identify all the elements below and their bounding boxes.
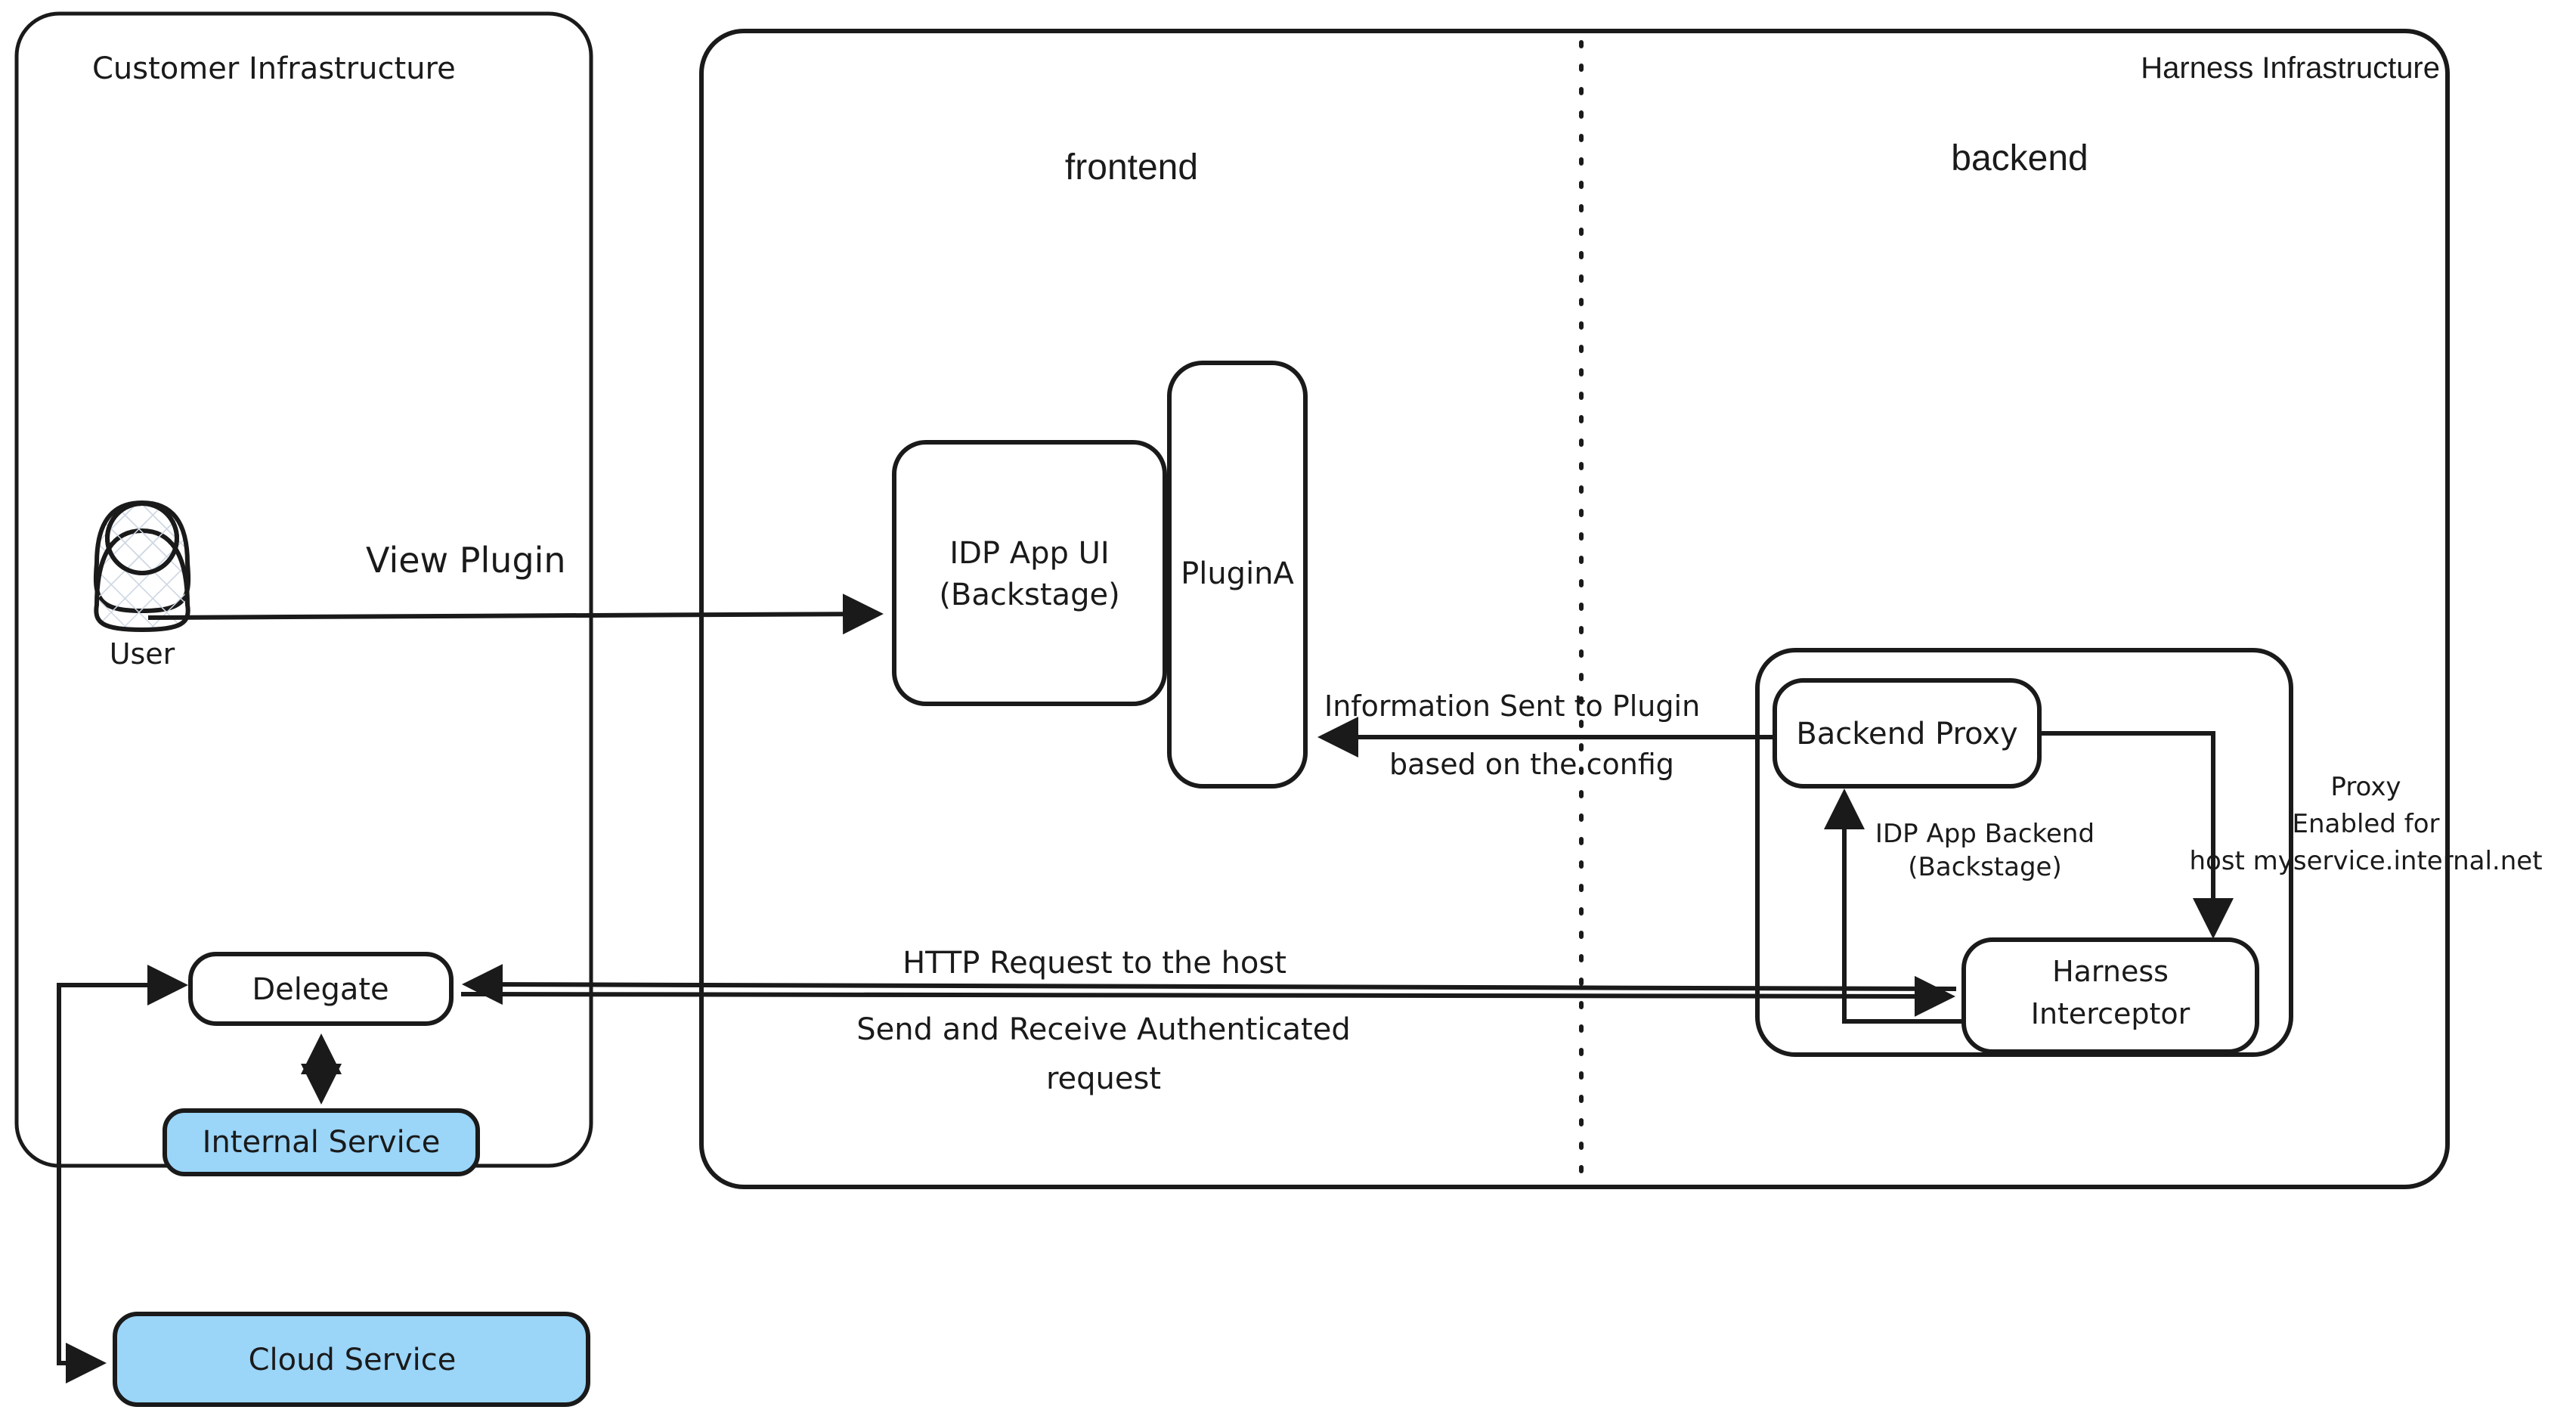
idp-app-backend-label-line2: (Backstage) — [1908, 852, 2061, 882]
edge-delegate-to-cloud-service — [57, 985, 107, 1383]
node-idp-app-ui[interactable]: IDP App UI (Backstage) — [892, 440, 1167, 706]
harness-interceptor-label-line1: Harness — [2052, 955, 2169, 988]
node-harness-interceptor[interactable]: Harness Interceptor — [1961, 937, 2259, 1054]
edge-harness-interceptor-to-delegate — [462, 964, 1957, 1005]
internal-service-box[interactable] — [163, 1108, 480, 1176]
customer-infrastructure-label: Customer Infrastructure — [92, 51, 456, 86]
idp-app-ui-label-line1: IDP App UI — [949, 536, 1109, 571]
edge-label-send-receive-line2: request — [1046, 1061, 1161, 1096]
edge-harness-interceptor-to-backend-proxy — [1824, 789, 1964, 1024]
edge-label-information-sent-line2: based on the config — [1389, 748, 1674, 781]
plugin-a-box[interactable] — [1167, 361, 1308, 789]
node-cloud-service[interactable]: Cloud Service — [113, 1312, 590, 1407]
edge-label-information-sent-line1: Information Sent to Plugin — [1324, 689, 1700, 723]
harness-interceptor-label-line2: Interceptor — [2031, 997, 2191, 1030]
user-label: User — [110, 637, 175, 671]
edge-label-proxy-enabled-line1: Proxy — [2330, 772, 2401, 802]
cloud-service-label: Cloud Service — [249, 1343, 457, 1377]
backend-proxy-label: Backend Proxy — [1796, 717, 2017, 751]
edge-label-http-request: HTTP Request to the host — [903, 946, 1286, 981]
harness-interceptor-box[interactable] — [1961, 937, 2259, 1054]
delegate-box[interactable] — [188, 952, 454, 1026]
user-head-top-icon — [105, 501, 179, 575]
panel-customer-infrastructure: Customer Infrastructure — [14, 11, 593, 1168]
node-internal-service[interactable]: Internal Service — [163, 1108, 480, 1176]
edge-backend-proxy-to-harness-interceptor — [2039, 731, 2234, 939]
edge-label-proxy-enabled-line2: Enabled for — [2293, 809, 2440, 839]
node-plugin-a[interactable]: PluginA — [1167, 361, 1308, 789]
zone-label-backend: backend — [1951, 138, 2088, 178]
node-delegate[interactable]: Delegate — [188, 952, 454, 1026]
edge-label-send-receive-line1: Send and Receive Authenticated — [856, 1012, 1350, 1047]
edge-user-to-idp-app-ui — [147, 593, 884, 635]
delegate-label: Delegate — [252, 972, 389, 1007]
plugin-a-label: PluginA — [1181, 556, 1294, 591]
harness-infrastructure-label: Harness Infrastructure — [2141, 51, 2440, 85]
edge-label-view-plugin: View Plugin — [366, 540, 566, 581]
node-backend-proxy[interactable]: Backend Proxy — [1773, 678, 2042, 789]
edge-delegate-to-harness-interceptor — [460, 975, 1955, 1017]
idp-app-ui-label-line2: (Backstage) — [939, 578, 1119, 612]
zone-label-frontend: frontend — [1065, 147, 1198, 187]
idp-app-ui-box[interactable] — [892, 440, 1167, 706]
idp-app-backend-label-line1: IDP App Backend — [1875, 819, 2095, 849]
edge-label-proxy-enabled-line3: host myservice.internal.net — [2189, 846, 2542, 876]
internal-service-label: Internal Service — [203, 1125, 441, 1160]
cloud-service-box[interactable] — [113, 1312, 590, 1407]
